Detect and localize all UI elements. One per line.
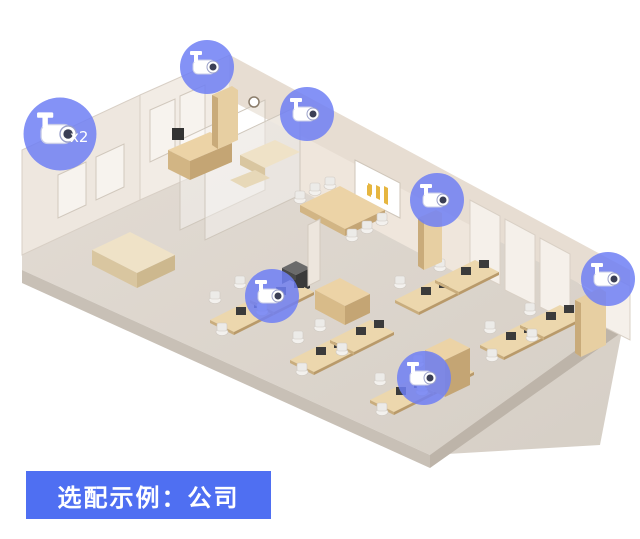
storage-shelf [315, 278, 370, 325]
tall-cabinet [212, 86, 238, 149]
floor-slab-edge [22, 270, 430, 468]
lounge-sofa [230, 140, 300, 188]
pillar [307, 218, 321, 287]
left-windows [57, 84, 206, 219]
caption-banner: 选配示例：公司 [26, 471, 271, 519]
camera-count-label: x2 [70, 128, 88, 146]
security-camera-icon [409, 172, 465, 228]
wall-whiteboard [354, 159, 401, 219]
security-camera-icon [580, 251, 636, 307]
wall-clock [248, 96, 260, 108]
right-cabinet [575, 288, 606, 357]
camera-badge-entrance: x2 [22, 96, 98, 172]
waiting-sofa [92, 232, 175, 288]
security-camera-icon [396, 350, 452, 406]
security-camera-icon [279, 86, 335, 142]
floor [22, 100, 625, 455]
security-camera-icon [179, 39, 235, 95]
security-camera-icon [244, 268, 300, 324]
